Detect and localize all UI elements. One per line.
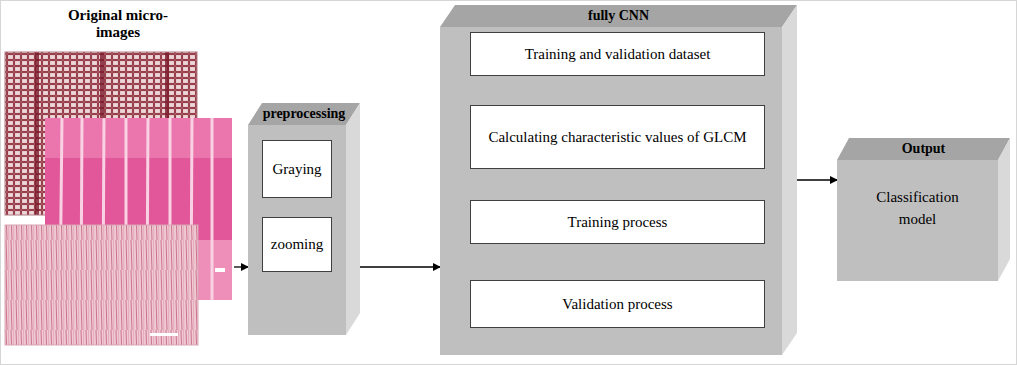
block-side-face	[998, 138, 1010, 281]
image-heading: Original micro-images	[58, 7, 178, 42]
box-label: zooming	[271, 234, 324, 254]
flow-arrow	[234, 266, 248, 267]
process-box: Training process	[470, 200, 765, 244]
process-box: Graying	[262, 140, 332, 198]
flow-arrow	[360, 266, 440, 267]
block-top-face	[248, 103, 360, 125]
output-text: Classification model	[863, 187, 973, 231]
block-heading: Output	[837, 138, 1010, 160]
box-label: Training process	[568, 212, 668, 232]
flow-arrow	[797, 179, 837, 180]
block-3d: OutputClassification model	[837, 138, 1010, 281]
block-3d: preprocessingGraying zooming	[248, 103, 360, 335]
block-front-face	[837, 160, 998, 281]
block-3d-shape	[837, 138, 1010, 281]
block-heading: preprocessing	[248, 103, 360, 125]
box-label: Training and validation dataset	[525, 44, 711, 64]
block-front-face	[440, 27, 782, 355]
micrograph-3	[5, 225, 198, 345]
block-heading: fully CNN	[440, 5, 797, 27]
block-body: Classification model	[837, 160, 998, 281]
block-side-face	[782, 5, 797, 355]
block-top-face	[837, 138, 1010, 160]
box-label: Calculating characteristic values of GLC…	[488, 127, 746, 147]
process-box: zooming	[262, 217, 332, 272]
image-group: Original micro-images	[5, 5, 234, 345]
box-label: Graying	[272, 159, 321, 179]
block-front-face	[248, 125, 346, 335]
process-box: Validation process	[470, 280, 765, 328]
block-side-face	[346, 103, 360, 335]
process-box: Calculating characteristic values of GLC…	[470, 105, 765, 169]
box-label: Validation process	[562, 294, 672, 314]
block-3d: fully CNN Training and validation dataset…	[440, 5, 797, 355]
process-box: Training and validation dataset	[470, 32, 765, 76]
block-top-face	[440, 5, 797, 27]
